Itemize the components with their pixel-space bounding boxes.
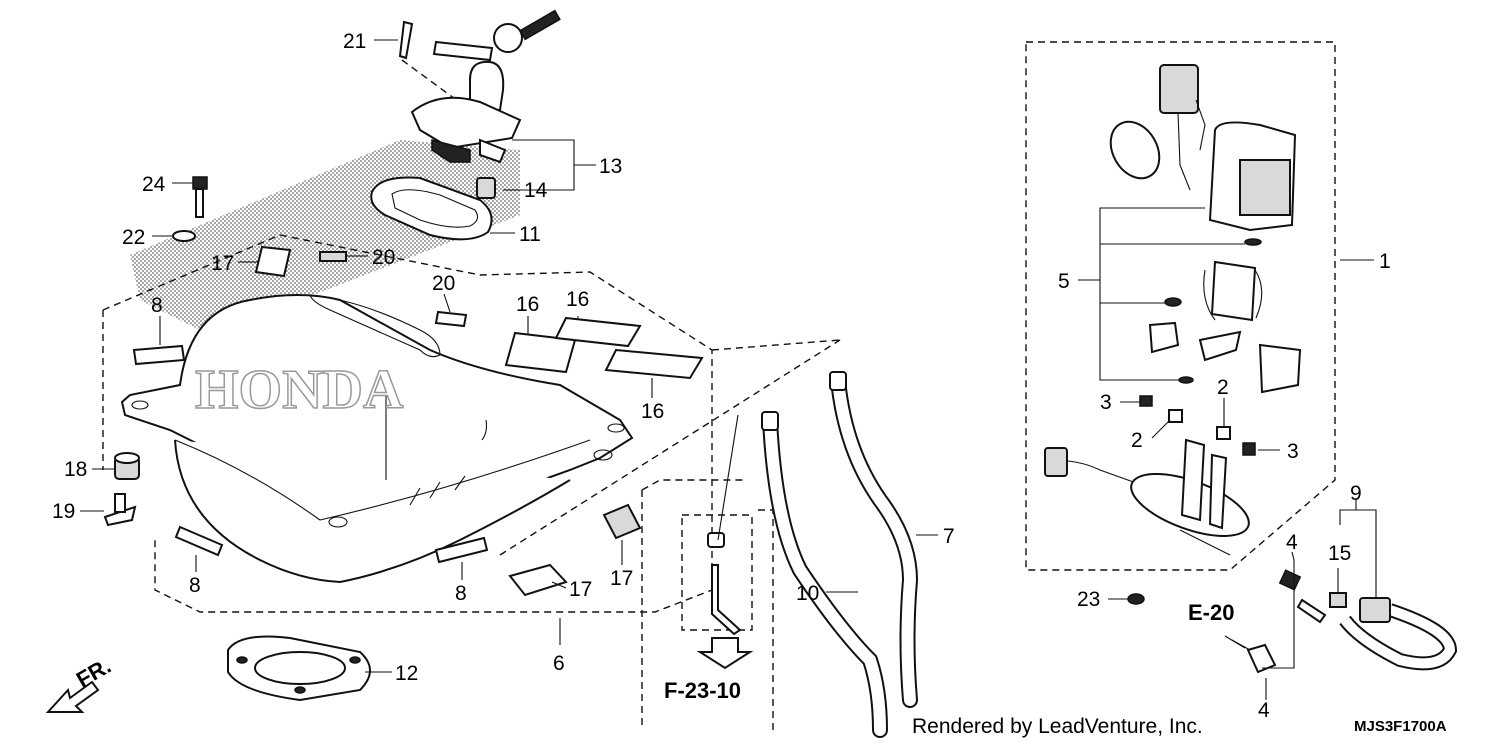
callout-4-b: 4: [1258, 699, 1270, 722]
callout-22: 22: [122, 226, 145, 249]
pad-17-right: [602, 503, 642, 540]
callout-15: 15: [1328, 542, 1351, 565]
f-23-10-box: [681, 514, 753, 631]
pad-20-mid: [434, 310, 468, 328]
pad-16-c: [604, 348, 704, 380]
callout-21: 21: [343, 30, 366, 53]
callout-14: 14: [524, 179, 548, 202]
fuel-pump-assembly: [1044, 64, 1302, 605]
hose-7: [829, 371, 919, 708]
callout-17-top: 17: [211, 252, 234, 275]
callout-18: 18: [64, 458, 87, 481]
callout-17-right: 17: [610, 567, 633, 590]
pad-17-top: [254, 245, 292, 278]
plate-12: [227, 635, 371, 702]
hose-10: [761, 411, 888, 738]
callout-3-b: 3: [1287, 440, 1299, 463]
bolt-24: [192, 176, 208, 218]
pad-17-bottom: [508, 563, 568, 597]
strip-8-a: [132, 344, 186, 366]
ref-e-20: E-20: [1188, 600, 1234, 625]
leader-lines: [80, 39, 1377, 700]
callout-12: 12: [395, 662, 418, 685]
callout-2-b: 2: [1131, 429, 1143, 452]
diagram-code: MJS3F1700A: [1354, 718, 1447, 735]
callout-5: 5: [1058, 270, 1070, 293]
grommet-18: [114, 452, 140, 480]
gasket-11: [370, 176, 493, 241]
bushing-14: [476, 177, 496, 199]
callout-2-a: 2: [1217, 376, 1229, 399]
callout-1: 1: [1379, 250, 1391, 273]
fuel-tank: HONDA: [120, 294, 634, 584]
connector-f2310: [707, 532, 742, 636]
pad-16-b: [554, 316, 642, 348]
callout-20-mid: 20: [432, 272, 455, 295]
callout-3-a: 3: [1100, 391, 1112, 414]
callout-17-bottom: 17: [569, 578, 592, 601]
callout-9: 9: [1350, 482, 1362, 505]
callout-20-top: 20: [372, 246, 395, 269]
callout-8-a: 8: [151, 294, 163, 317]
ref-f-23-10: F-23-10: [664, 678, 741, 703]
callout-4-a: 4: [1286, 531, 1298, 554]
front-arrow: FR.: [45, 653, 115, 713]
collar-19: [103, 493, 137, 527]
callout-7: 7: [943, 525, 955, 548]
callouts: 21 13 24 14 22 11 17 20 20 8 16 16 16 18…: [52, 30, 1391, 722]
callout-16-a: 16: [516, 293, 539, 316]
callout-11: 11: [519, 223, 541, 246]
callout-8-b: 8: [189, 574, 201, 597]
callout-6: 6: [553, 652, 565, 675]
callout-19: 19: [52, 500, 75, 523]
callout-23: 23: [1077, 588, 1100, 611]
callout-16-c: 16: [641, 400, 664, 423]
front-label: FR.: [72, 653, 115, 692]
f-23-10-arrow: [696, 637, 754, 670]
callout-24: 24: [142, 173, 166, 196]
pad-20-top: [319, 251, 347, 262]
fuel-pump-group-box: [1025, 41, 1336, 571]
strip-8-c: [434, 536, 489, 564]
callout-13: 13: [599, 155, 622, 178]
credit-text: Rendered by LeadVenture, Inc.: [912, 715, 1203, 738]
fuel-feed-hose-9: [1231, 569, 1458, 674]
tank-group-box: [102, 234, 841, 613]
callout-8-c: 8: [455, 582, 467, 605]
fuel-cap-13: [410, 9, 561, 164]
washer-22: [172, 230, 196, 242]
brand-watermark: HONDA: [195, 359, 404, 421]
callout-16-b: 16: [566, 288, 589, 311]
bolt-21: [398, 20, 471, 111]
strip-8-b: [174, 525, 224, 557]
callout-10: 10: [796, 582, 819, 605]
pad-16-a: [504, 331, 577, 374]
